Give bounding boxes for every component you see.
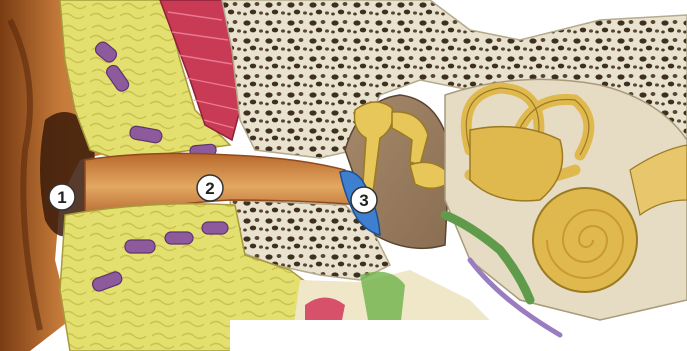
- vestibule: [470, 127, 563, 201]
- base-white: [230, 320, 687, 351]
- stapes: [410, 162, 445, 188]
- marker-1-label: 1: [57, 188, 66, 207]
- cochlea: [533, 188, 637, 292]
- marker-3-label: 3: [359, 191, 368, 210]
- marker-2-label: 2: [205, 179, 214, 198]
- marker-2: 2: [197, 175, 223, 201]
- marker-3: 3: [351, 187, 377, 213]
- marker-1: 1: [49, 184, 75, 210]
